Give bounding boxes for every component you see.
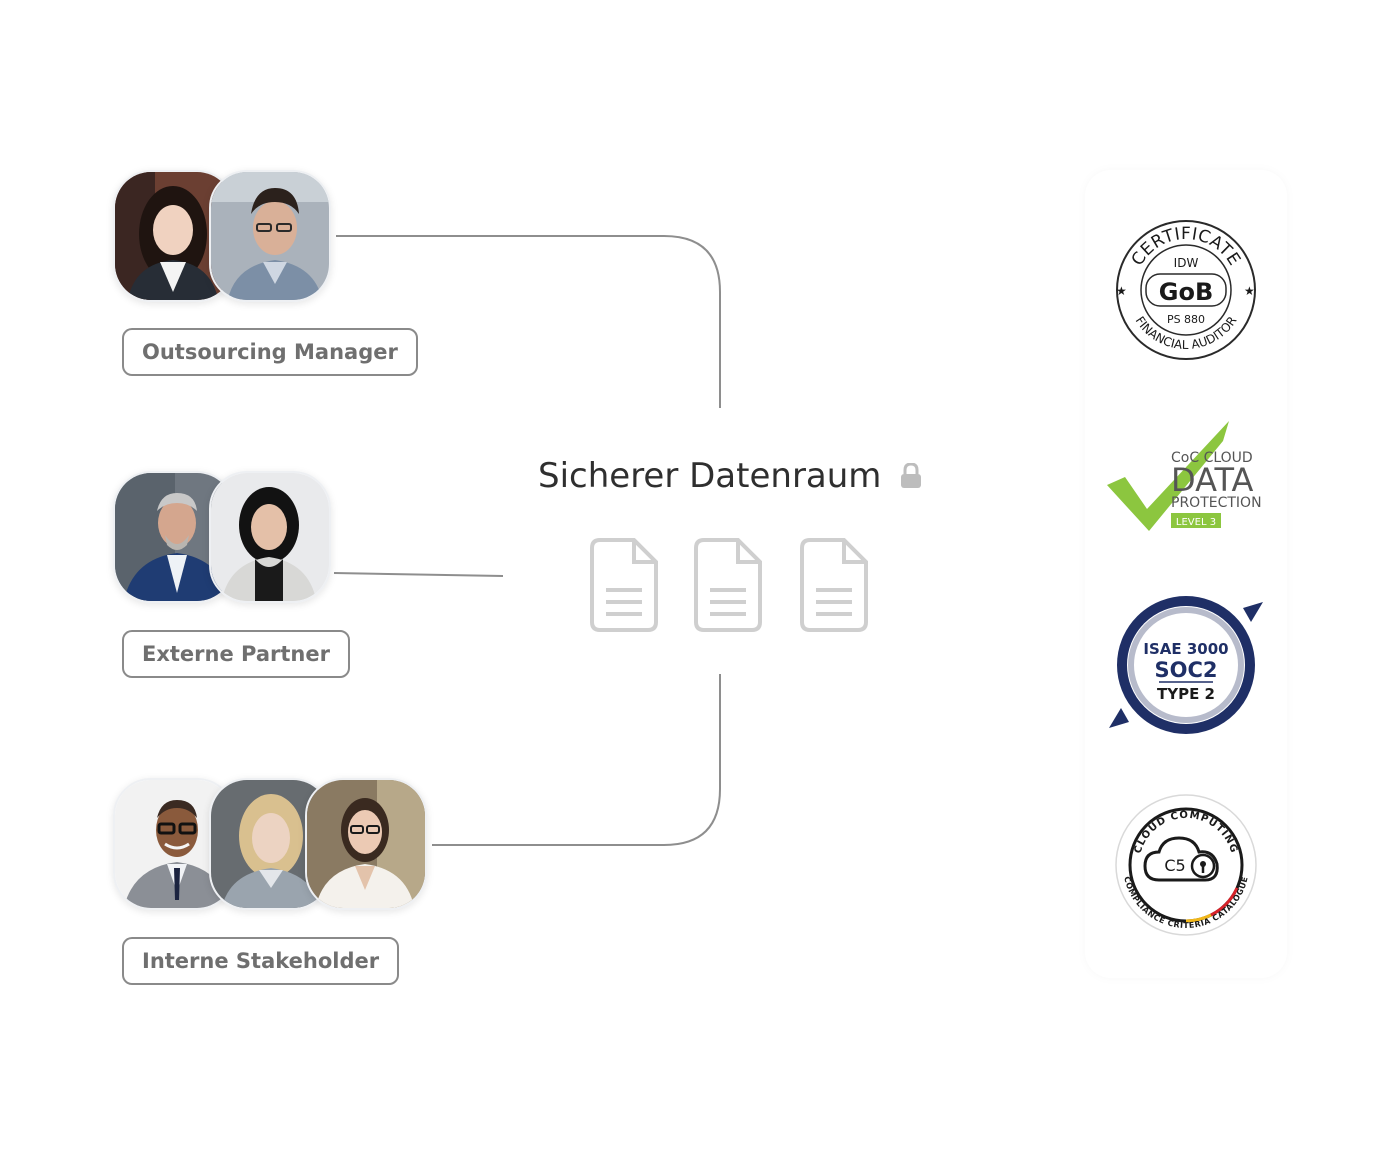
certificates-panel: CERTIFICATE FINANCIAL AUDITOR ★ ★ IDW Go…: [1085, 170, 1287, 978]
role-label-outsourcing-manager: Outsourcing Manager: [122, 328, 418, 376]
c5-badge: CLOUD COMPUTING COMPLIANCE CRITERIA CATA…: [1115, 794, 1257, 936]
role-label-interne-stakeholder: Interne Stakeholder: [122, 937, 400, 985]
document-icon: [694, 538, 762, 632]
coc-line1: CoC CLOUD: [1171, 450, 1253, 466]
avatar-group-externe-partner: [113, 471, 335, 603]
role-label-externe-partner: Externe Partner: [122, 630, 350, 678]
document-icon: [590, 538, 658, 632]
soc2-line3: TYPE 2: [1157, 685, 1215, 703]
coc-line3: PROTECTION: [1171, 495, 1262, 511]
secure-data-room: Sicherer Datenraum: [503, 408, 933, 674]
connector-middle: [333, 572, 504, 577]
connector-bottom: [432, 674, 721, 846]
role-label-text: Externe Partner: [142, 642, 330, 666]
star-icon: ★: [1116, 284, 1127, 298]
lock-icon: [901, 463, 921, 488]
role-label-text: Interne Stakeholder: [142, 949, 380, 973]
avatar: [113, 170, 235, 302]
gob-certificate-badge: CERTIFICATE FINANCIAL AUDITOR ★ ★ IDW Go…: [1116, 220, 1256, 360]
checkmark-icon: [1107, 421, 1229, 531]
gob-name: GoB: [1159, 278, 1213, 306]
avatar-group-interne-stakeholder: [113, 778, 433, 910]
soc2-line1: ISAE 3000: [1143, 640, 1228, 658]
coc-level: LEVEL 3: [1176, 517, 1216, 528]
avatar: [209, 170, 331, 302]
role-label-text: Outsourcing Manager: [142, 340, 398, 364]
star-icon: ★: [1244, 284, 1255, 298]
gob-issuer: IDW: [1174, 256, 1199, 270]
avatar: [305, 778, 427, 910]
connector-top: [336, 235, 721, 408]
avatar: [209, 471, 331, 603]
c5-code: C5: [1164, 856, 1185, 875]
soc2-badge: ISAE 3000 SOC2 TYPE 2: [1109, 596, 1263, 734]
soc2-line2: SOC2: [1155, 658, 1218, 682]
document-icon: [800, 538, 868, 632]
gob-standard: PS 880: [1167, 313, 1205, 326]
coc-line2: DATA: [1171, 461, 1254, 499]
avatar-group-outsourcing-manager: [113, 170, 335, 302]
coc-cloud-badge: CoC CLOUD DATA PROTECTION LEVEL 3: [1107, 421, 1262, 531]
data-room-title: Sicherer Datenraum: [538, 456, 882, 496]
